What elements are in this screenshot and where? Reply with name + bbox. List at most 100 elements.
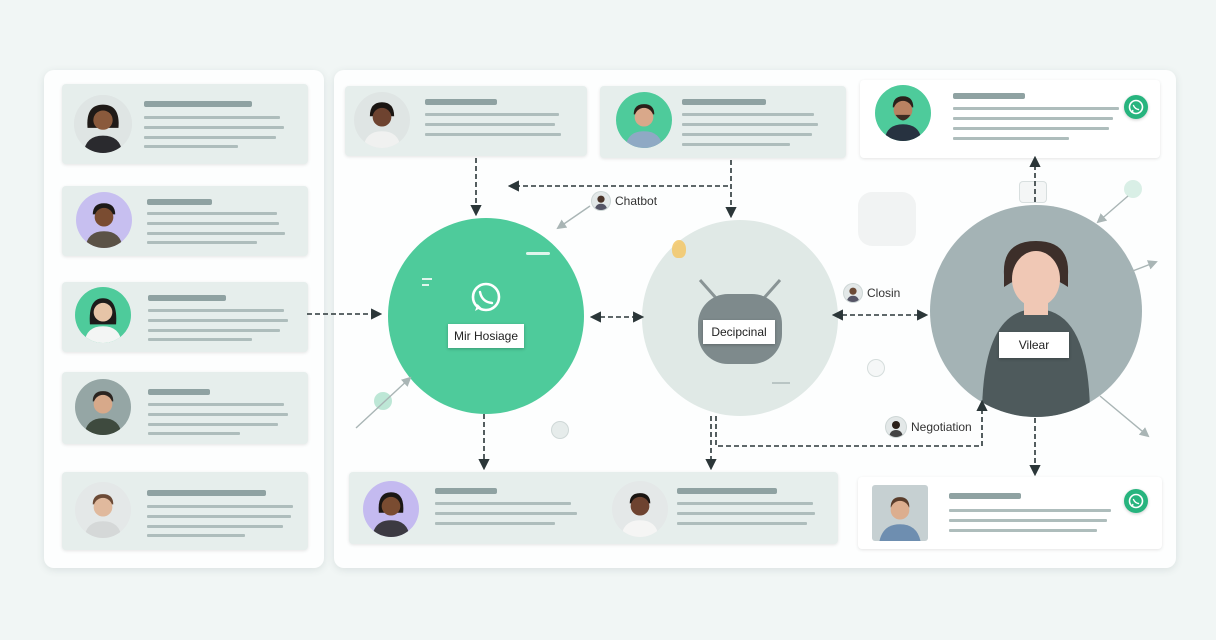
chatbot-tag: Chatbot [592, 192, 657, 210]
bulb-icon [672, 240, 686, 258]
profile-text-line [144, 126, 284, 129]
profile-text-line [682, 123, 818, 126]
person-avatar-icon [592, 192, 610, 210]
profile-text-line [147, 212, 277, 215]
output-profile-card[interactable] [860, 80, 1160, 158]
person-avatar-icon [76, 192, 132, 248]
profile-name-bar [953, 93, 1025, 99]
node-dash [526, 252, 550, 255]
profile-name-bar [148, 389, 210, 395]
profile-text-line [148, 432, 240, 435]
negotiation-tag: Negotiation [886, 417, 972, 437]
result-profiles-card[interactable] [349, 472, 838, 544]
profile-name-bar [144, 101, 252, 107]
profile-text-line [677, 502, 813, 505]
profile-text-line [147, 525, 283, 528]
profile-text-line [148, 403, 284, 406]
small-bubble-icon [552, 422, 568, 438]
faint-arrow [556, 205, 591, 230]
profile-text-line [148, 309, 284, 312]
profile-text-line [425, 113, 559, 116]
profile-text-line [682, 133, 812, 136]
faint-arrow [1096, 195, 1129, 224]
closin-tag-text: Closin [867, 286, 901, 300]
small-bubble-icon [868, 360, 884, 376]
node-dash [422, 278, 432, 280]
person-avatar-icon [844, 284, 862, 302]
profile-text-line [677, 522, 807, 525]
profile-text-line [949, 529, 1097, 532]
person-avatar-icon [75, 482, 131, 538]
person-avatar-icon [74, 95, 132, 153]
node-dash [422, 284, 429, 286]
person-avatar-icon [75, 287, 131, 343]
small-box-icon [1020, 182, 1046, 202]
profile-name-bar [148, 295, 226, 301]
chatbot-tag-text: Chatbot [615, 194, 658, 208]
profile-text-line [148, 413, 288, 416]
profile-text-line [435, 522, 555, 525]
small-bubble-icon [374, 392, 392, 410]
seller-node-label: Vilear [999, 332, 1069, 358]
decision-node-label: Decipcinal [703, 320, 775, 344]
person-avatar-icon [875, 85, 931, 141]
profile-text-line [147, 515, 291, 518]
profile-text-line [677, 512, 815, 515]
person-avatar-icon [886, 417, 906, 437]
whatsapp-icon[interactable] [1124, 95, 1148, 119]
profile-text-line [953, 137, 1069, 140]
faint-arrow [1129, 260, 1158, 273]
profile-text-line [425, 133, 561, 136]
profile-text-line [147, 241, 257, 244]
profile-text-line [144, 136, 276, 139]
profile-name-bar [682, 99, 766, 105]
profile-text-line [147, 534, 245, 537]
profile-text-line [147, 505, 293, 508]
profile-name-bar [147, 490, 266, 496]
small-bubble-icon [1124, 180, 1142, 198]
faint-arrow [1099, 395, 1150, 438]
profile-card[interactable] [62, 186, 308, 256]
person-avatar-icon [354, 92, 410, 148]
edge-negotiation [715, 399, 988, 447]
profile-text-line [435, 512, 577, 515]
profile-card[interactable] [62, 282, 308, 352]
profile-text-line [144, 145, 238, 148]
message-node[interactable] [388, 218, 584, 414]
profile-text-line [953, 107, 1119, 110]
person-avatar-icon [616, 92, 672, 148]
profile-name-bar [435, 488, 497, 494]
person-avatar-icon [872, 485, 928, 541]
input-profile-card[interactable] [345, 86, 587, 156]
profile-text-line [148, 338, 252, 341]
profile-text-line [148, 319, 288, 322]
profile-text-line [953, 117, 1113, 120]
final-profile-card[interactable] [858, 477, 1162, 549]
message-node-label: Mir Hosiage [448, 324, 524, 348]
profile-text-line [147, 222, 279, 225]
profile-name-bar [425, 99, 497, 105]
negotiation-tag-text: Negotiation [911, 420, 972, 434]
node-dash [772, 382, 790, 384]
whatsapp-icon[interactable] [1124, 489, 1148, 513]
profile-text-line [682, 113, 814, 116]
person-avatar-icon [612, 481, 668, 537]
profile-text-line [953, 127, 1109, 130]
whatsapp-icon [471, 282, 501, 312]
profile-text-line [147, 232, 285, 235]
profile-text-line [148, 329, 280, 332]
profile-card[interactable] [62, 84, 308, 164]
profile-text-line [425, 123, 555, 126]
profile-card[interactable] [62, 372, 308, 444]
input-profile-card[interactable] [600, 86, 846, 158]
profile-text-line [148, 423, 278, 426]
profile-text-line [682, 143, 790, 146]
decision-node[interactable] [642, 220, 838, 416]
closin-tag: Closin [844, 284, 900, 302]
profile-name-bar [949, 493, 1021, 499]
profile-text-line [144, 116, 280, 119]
profile-card[interactable] [62, 472, 308, 550]
faded-chat-icon [858, 192, 916, 246]
faint-arrow [355, 376, 412, 429]
